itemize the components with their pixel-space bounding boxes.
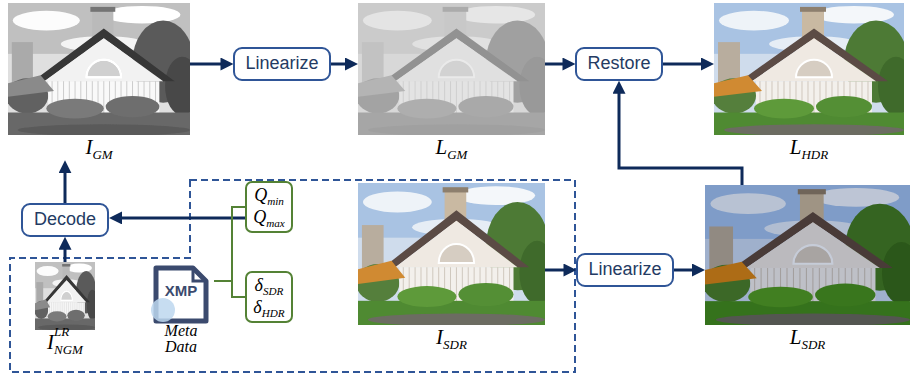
symbol-main: L	[790, 325, 802, 349]
subscript: HDR	[262, 307, 285, 319]
script-group: HDR	[801, 135, 828, 160]
metadata-box: QminQmax	[245, 181, 293, 232]
connector-arrow	[116, 216, 245, 219]
process-label: Decode	[33, 209, 97, 231]
connector-arrow	[674, 269, 698, 272]
photo	[703, 185, 919, 326]
process-label: Linearize	[245, 53, 318, 75]
file-icon: XMP Meta Data	[148, 265, 214, 355]
parameter-label: δHDR	[253, 297, 284, 319]
dashed-region	[10, 180, 575, 372]
parameter-label: Qmax	[253, 207, 285, 229]
image-label: ISDR	[358, 325, 545, 350]
subscript: HDR	[801, 147, 828, 162]
process-box: Linearize	[233, 47, 330, 81]
connector-arrow	[64, 167, 67, 203]
symbol-main: δ	[253, 297, 261, 317]
symbol-main: Q	[254, 185, 267, 205]
image-label: LSDR	[705, 325, 910, 350]
script-group: SDR	[263, 275, 283, 297]
photo	[356, 3, 555, 136]
image-node: ISDR	[358, 183, 545, 350]
symbol-main: L	[790, 135, 802, 159]
subscript: GM	[447, 147, 467, 162]
parameter-label: Qmin	[253, 185, 285, 207]
symbol-main: δ	[255, 275, 263, 295]
subscript: NGM	[54, 342, 83, 357]
icon-label: XMP	[156, 282, 206, 299]
symbol-main: I	[436, 325, 443, 349]
script-group: GM	[92, 135, 112, 160]
process-box: Linearize	[576, 253, 673, 287]
connector-arrow	[64, 244, 67, 262]
script-group: GM	[447, 135, 467, 160]
connector-arrow	[663, 63, 707, 66]
process-box: Decode	[21, 203, 109, 237]
connector-arrow	[545, 63, 568, 66]
subscript: SDR	[801, 337, 825, 352]
subscript: SDR	[443, 337, 467, 352]
photo	[356, 183, 555, 326]
connector-arrow	[214, 207, 245, 281]
image-node: LHDR	[714, 3, 904, 160]
symbol-main: L	[436, 135, 448, 159]
process-box: Restore	[575, 47, 662, 81]
image-node: LSDR	[705, 185, 910, 350]
icon-label: Meta Data	[148, 323, 214, 355]
image-label: IGM	[8, 135, 190, 160]
script-group: SDR	[443, 325, 467, 350]
connector-arrow	[619, 88, 742, 185]
metadata-box: δSDRδHDR	[245, 271, 292, 322]
script-group: min	[267, 185, 284, 207]
subscript: max	[266, 217, 285, 229]
image-label: INGMLR	[35, 330, 95, 355]
image-label: LGM	[358, 135, 545, 160]
subscript: GM	[92, 147, 112, 162]
symbol-main: I	[47, 330, 54, 354]
script-group: max	[266, 207, 285, 229]
connector-arrow	[214, 281, 245, 297]
subscript: min	[267, 195, 284, 207]
script-group: SDR	[801, 325, 825, 350]
photo	[712, 3, 914, 136]
photo	[34, 262, 98, 331]
script-group: HDR	[262, 297, 285, 319]
image-node: IGM	[8, 3, 190, 160]
symbol-main: I	[85, 135, 92, 159]
connector-arrow	[331, 63, 351, 66]
image-label: LHDR	[714, 135, 904, 160]
subscript: SDR	[263, 285, 283, 297]
image-node: LGM	[358, 3, 545, 160]
symbol-main: Q	[253, 207, 266, 227]
process-label: Restore	[587, 53, 650, 75]
image-node: INGMLR	[35, 262, 95, 355]
superscript: LR	[54, 324, 69, 340]
parameter-label: δSDR	[253, 275, 284, 297]
connector-arrow	[190, 63, 226, 66]
script-group: NGMLR	[54, 330, 83, 355]
connector-arrow	[545, 269, 569, 272]
photo	[6, 3, 199, 136]
process-label: Linearize	[588, 259, 661, 281]
